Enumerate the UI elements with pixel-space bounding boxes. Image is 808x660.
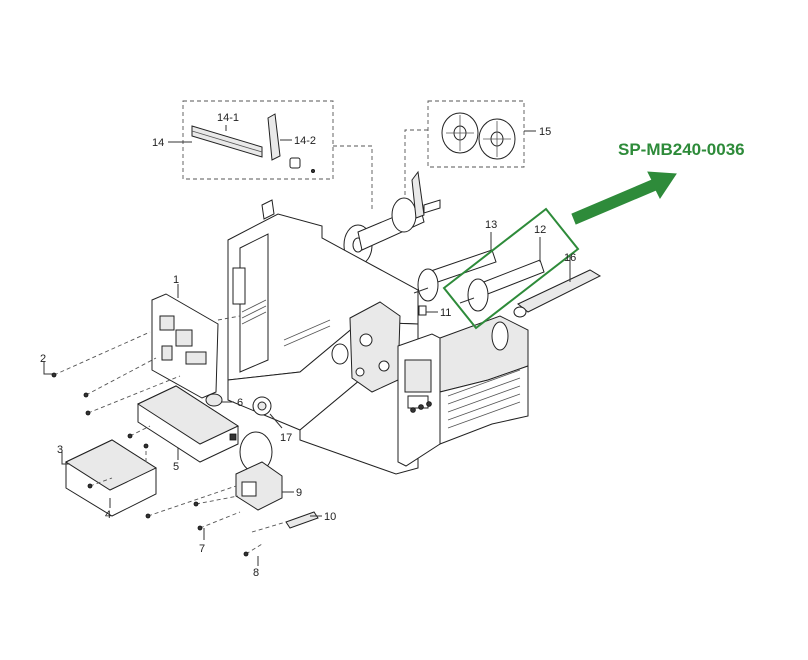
part-9-motor: 9: [235, 431, 302, 511]
part-16-guide-bar: 16: [513, 252, 602, 318]
callout-1: 1: [173, 274, 179, 286]
callout-15: 15: [539, 126, 551, 138]
part-12-ribbon-spindle: 12: [442, 207, 580, 330]
callout-14: 14: [152, 137, 164, 149]
part-13-spindle: 13: [413, 219, 497, 302]
callout-13: 13: [485, 219, 497, 231]
part-group-15: 15: [404, 100, 551, 195]
supply-spindle: [343, 170, 441, 266]
front-control-panel: [397, 333, 441, 467]
part-14-2-bracket: [267, 113, 315, 173]
callout-14-2: 14-2: [294, 135, 316, 147]
callout-6: 6: [237, 397, 243, 409]
highlight-frame-part-12: [442, 207, 580, 330]
callout-14-1: 14-1: [217, 112, 239, 124]
chassis-vent-holes: [241, 299, 331, 347]
callout-10: 10: [324, 511, 336, 523]
part-8-screw: 8: [243, 543, 263, 579]
callout-17: 17: [280, 432, 292, 444]
group-14-dashed-box: [182, 100, 334, 180]
group-15-dashed-box: [427, 100, 525, 168]
callout-12: 12: [534, 224, 546, 236]
pointer-arrow-icon: [571, 171, 677, 225]
part-14-1-bar: [191, 125, 263, 158]
callout-9: 9: [296, 487, 302, 499]
callout-16: 16: [564, 252, 576, 264]
part-10-lever: 10: [251, 511, 336, 533]
part-number-label: SP-MB240-0036: [618, 140, 745, 159]
part-11-clip: 11: [418, 305, 451, 319]
callout-3: 3: [57, 444, 63, 456]
part-4-bracket: 4 3: [57, 439, 158, 521]
callout-4: 4: [105, 509, 111, 521]
printer-chassis: [227, 199, 529, 475]
part-2-screws: 2: [40, 315, 241, 416]
callout-2: 2: [40, 353, 46, 365]
print-mechanism: [331, 301, 401, 393]
part-number-callout: SP-MB240-0036: [571, 140, 745, 225]
callout-11: 11: [440, 307, 451, 319]
callout-5: 5: [173, 461, 179, 473]
part-15-spool-hub-right: [478, 118, 516, 160]
part-group-14: 14 14-1 14-2: [152, 100, 373, 210]
part-15-spool-hub-left: [441, 112, 479, 154]
part-1-main-board: 1: [151, 274, 219, 399]
part-7-screws: 7: [145, 485, 241, 555]
callout-7: 7: [199, 543, 205, 555]
part-17-gear: 17: [252, 396, 292, 444]
media-roller-assembly: [439, 315, 529, 445]
callout-8: 8: [253, 567, 259, 579]
part-6-knob: 6: [205, 393, 243, 409]
part-5-power-supply: 5: [127, 385, 240, 473]
